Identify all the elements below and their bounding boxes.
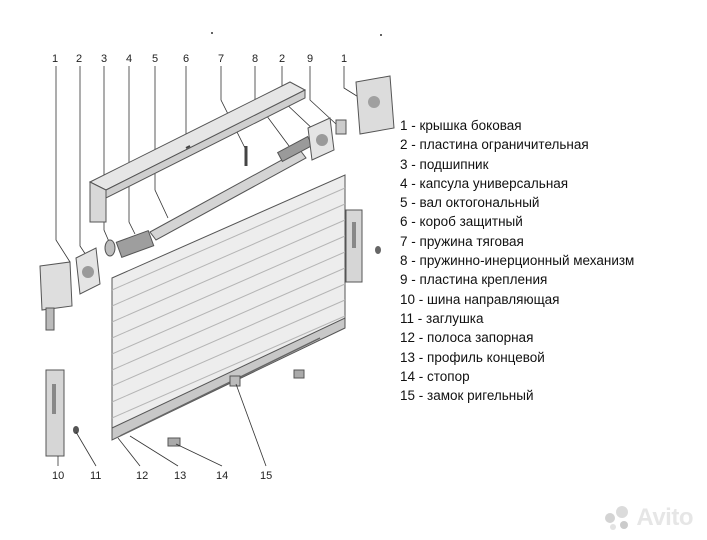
parts-legend: 1 - крышка боковая 2 - пластина ограничи…: [400, 116, 634, 405]
legend-item: 8 - пружинно-инерционный механизм: [400, 253, 635, 269]
right-guide-rail: [293, 209, 381, 379]
watermark-text: Avito: [636, 504, 693, 531]
bearing-and-capsule: [104, 230, 155, 258]
legend-item: 15 - замок ригельный: [400, 388, 534, 404]
legend-item: 12 - полоса запорная: [400, 330, 534, 346]
legend-item: 4 - капсула универсальная: [400, 175, 569, 191]
top-callouts: 1 2 3 4 5 6 7 8 2 9 1: [52, 53, 347, 65]
callout-7: 7: [218, 53, 224, 65]
shutter-curtain: [111, 174, 346, 441]
callout-1-right: 1: [341, 53, 347, 65]
callout-8: 8: [252, 53, 258, 65]
protective-box: [88, 81, 307, 223]
callout-13: 13: [174, 470, 186, 482]
stray-dot-left: [211, 32, 213, 34]
left-end-parts: [39, 247, 101, 331]
callout-14: 14: [216, 470, 228, 482]
legend-item: 6 - короб защитный: [400, 214, 523, 230]
callout-11: 11: [90, 470, 101, 482]
legend-item: 5 - вал октогональный: [400, 195, 540, 211]
left-guide-rail: [45, 369, 241, 457]
legend-item: 3 - подшипник: [400, 156, 489, 172]
avito-watermark: Avito: [602, 504, 693, 532]
legend-item: 2 - пластина ограничительная: [400, 137, 589, 153]
avito-logo-icon: [605, 506, 629, 530]
callout-2-right: 2: [279, 53, 285, 65]
callout-9: 9: [307, 53, 313, 65]
bottom-leader-lines: [57, 383, 267, 467]
right-end-parts: [307, 75, 395, 161]
legend-item: 1 - крышка боковая: [400, 118, 522, 133]
legend-item: 11 - заглушка: [400, 310, 484, 326]
callout-2-left: 2: [76, 53, 82, 65]
callout-4: 4: [126, 53, 132, 65]
callout-3: 3: [101, 53, 107, 65]
callout-10: 10: [52, 470, 64, 482]
legend-item: 9 - пластина крепления: [400, 272, 548, 288]
callout-5: 5: [152, 53, 158, 65]
stray-dot-right: [380, 34, 382, 36]
octagonal-shaft: [149, 135, 314, 241]
callout-1-left: 1: [52, 53, 58, 65]
legend-item: 13 - профиль концевой: [400, 349, 545, 365]
callout-12: 12: [136, 470, 148, 482]
legend-item: 7 - пружина тяговая: [400, 233, 524, 249]
legend-item: 10 - шина направляющая: [400, 291, 560, 307]
callout-15: 15: [260, 470, 272, 482]
legend-item: 14 - стопор: [400, 368, 470, 384]
bottom-callouts: 10 11 12 13 14 15: [52, 470, 272, 482]
callout-6: 6: [183, 53, 189, 65]
